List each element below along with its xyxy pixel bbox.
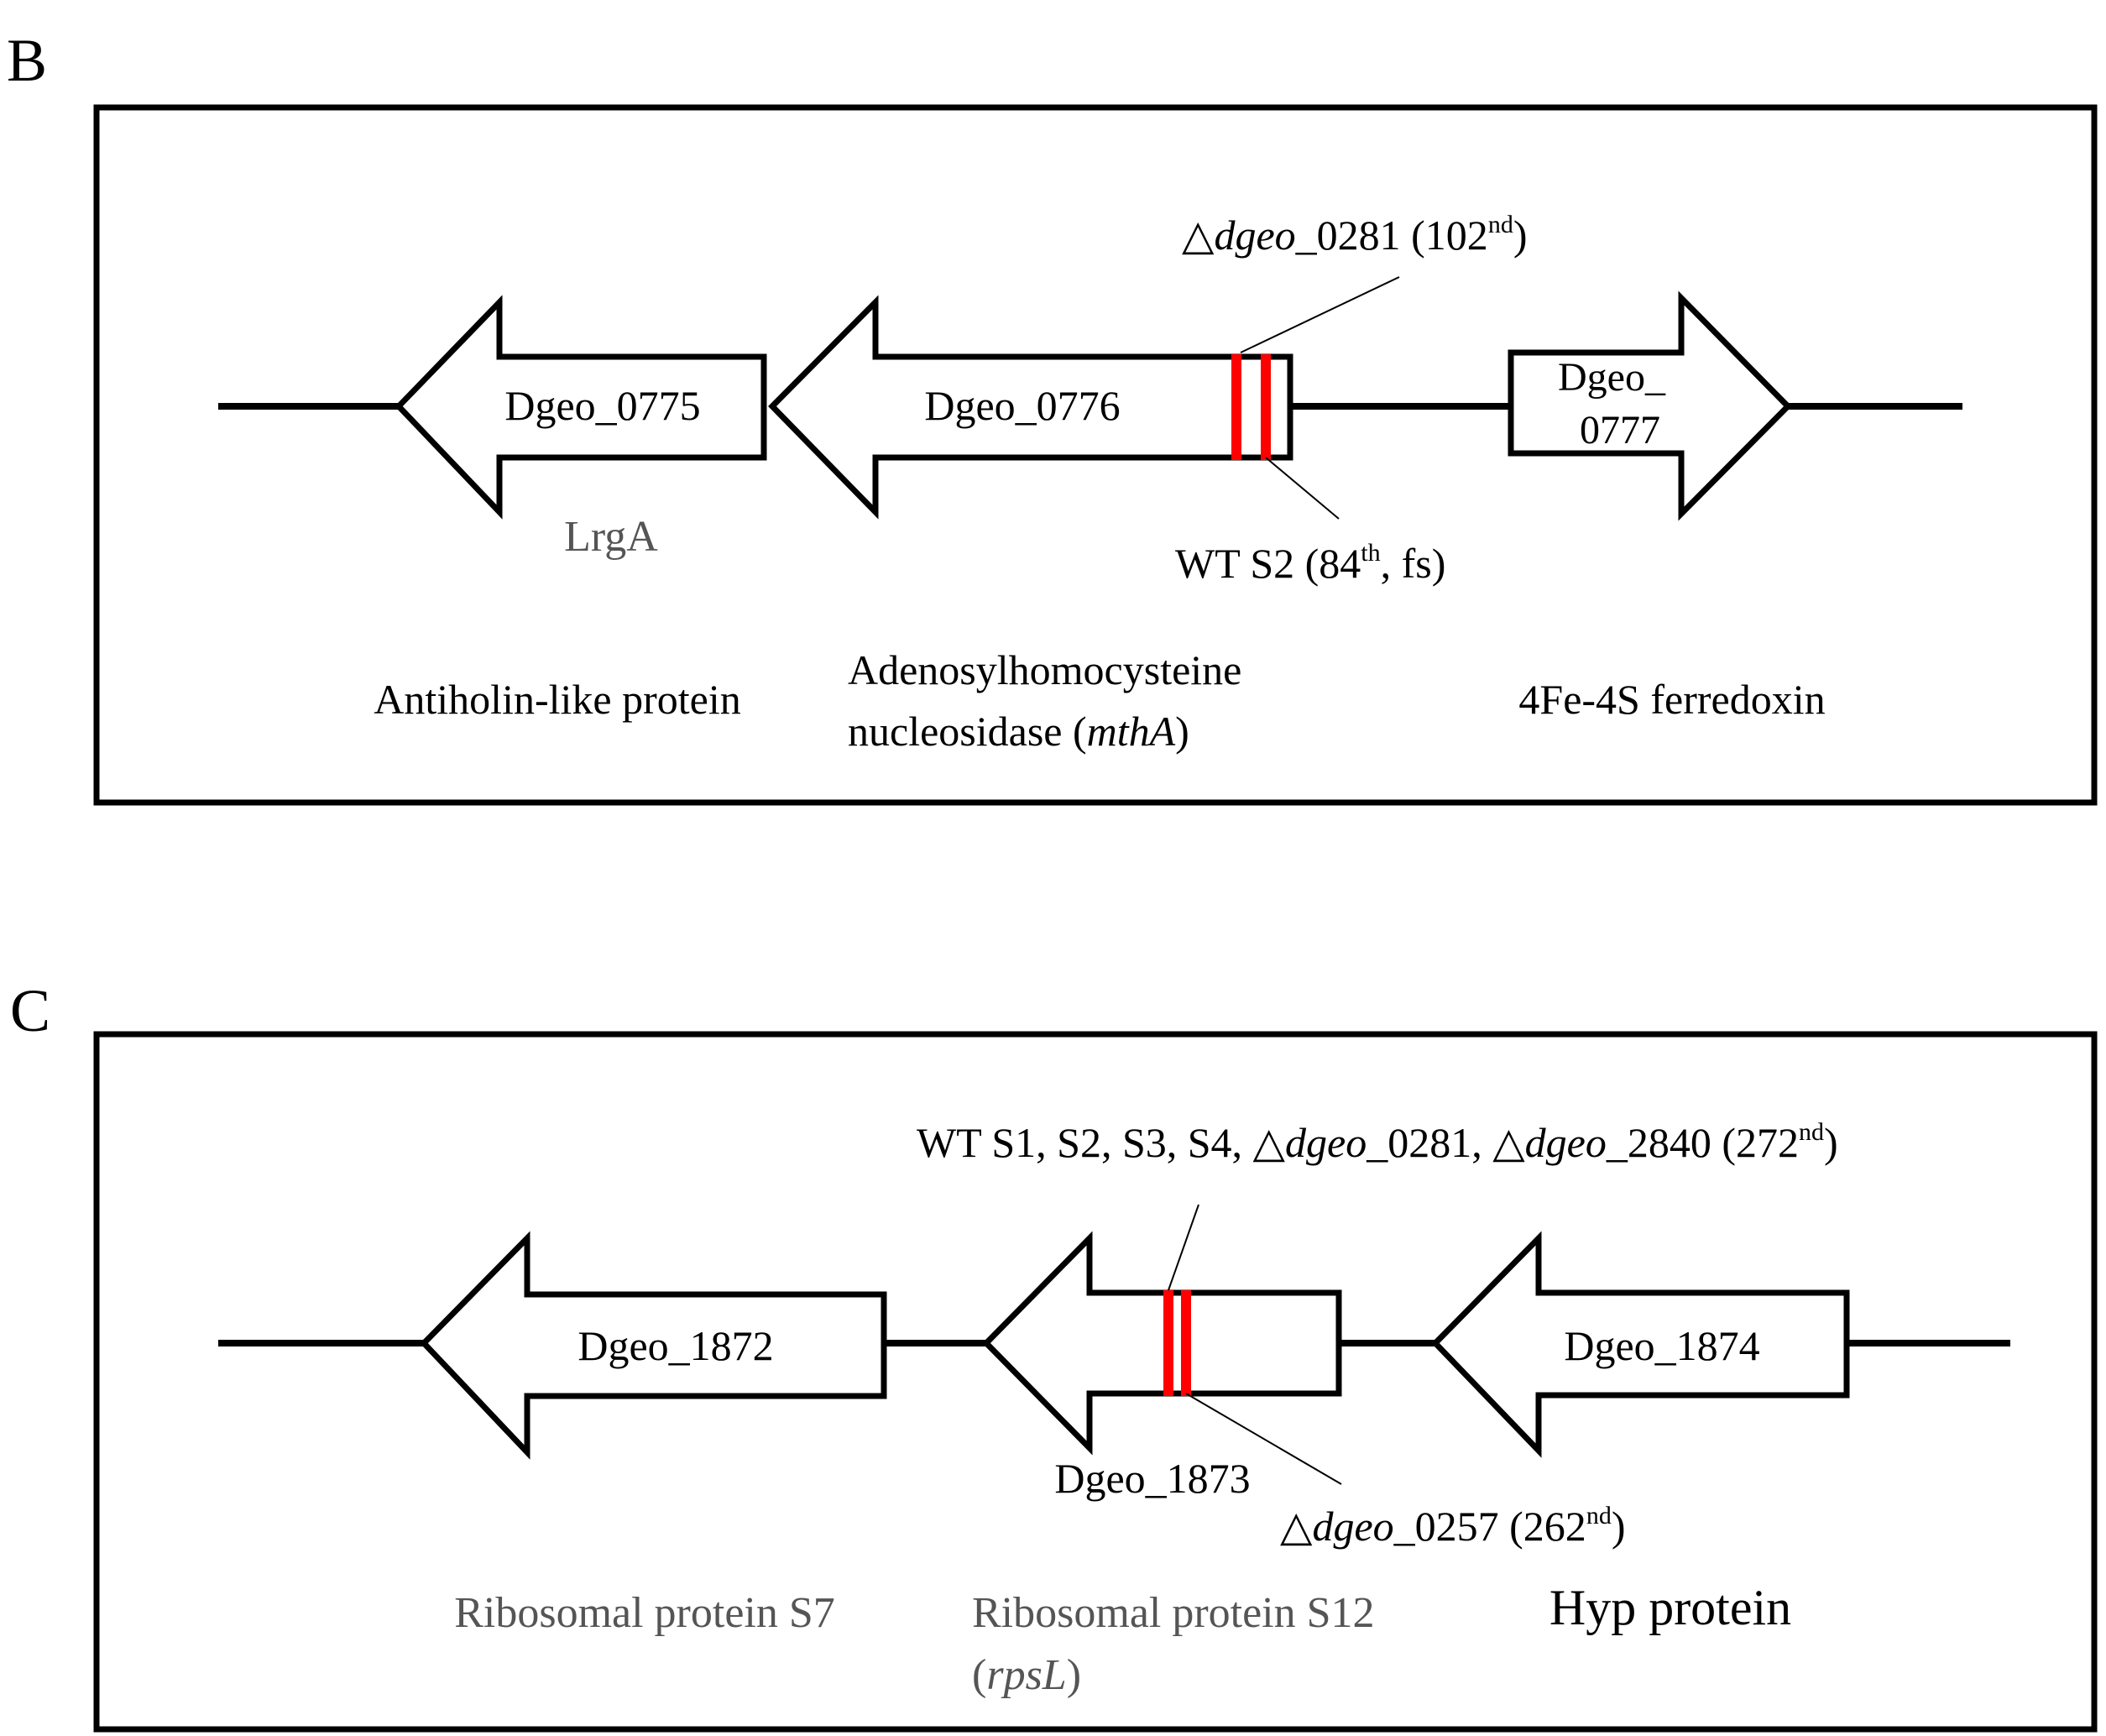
annotation-c-bottom: △dgeo_0257 (262nd)	[1280, 1502, 1625, 1550]
gene-label-dgeo-1874: Dgeo_1874	[1564, 1322, 1759, 1369]
panel-c-frame	[93, 1031, 2098, 1733]
leader-line-c-bottom	[1185, 1393, 1342, 1485]
annotation-b-bottom: WT S2 (84th, fs)	[1175, 539, 1445, 587]
gene-alias-lrga: LrgA	[564, 513, 658, 561]
gene-arrow-dgeo-0776	[768, 295, 1293, 520]
gene-label-dgeo-1873: Dgeo_1873	[1054, 1455, 1250, 1502]
gene-description-dgeo-1874: Hyp protein	[1549, 1580, 1791, 1635]
annotation-b-top: △dgeo_0281 (102nd)	[1182, 211, 1527, 259]
panel-c: C Dgeo_1872 Dgeo_1873 Dgeo_1874 WT S1, S…	[10, 977, 2098, 1733]
gene-arrow-dgeo-1872	[420, 1231, 887, 1460]
leader-line-c-top	[1168, 1204, 1199, 1291]
gene-description-dgeo-1872: Ribosomal protein S7	[454, 1589, 835, 1637]
annotation-c-top: WT S1, S2, S3, S4, △dgeo_0281, △dgeo_284…	[917, 1118, 1838, 1166]
gene-arrow-dgeo-0777	[1508, 290, 1792, 521]
panel-c-letter: C	[10, 977, 50, 1044]
panel-b-frame	[93, 104, 2098, 806]
gene-description-dgeo-1873-line1: Ribosomal protein S12	[972, 1589, 1375, 1637]
gene-arrow-dgeo-0775	[395, 295, 767, 520]
gene-description-dgeo-0776-line1: Adenosylhomocysteine	[848, 646, 1241, 693]
gene-description-dgeo-1873-line2: (rpsL)	[972, 1651, 1081, 1699]
gene-label-dgeo-0775: Dgeo_0775	[504, 382, 700, 429]
gene-description-dgeo-0776-line2: nucleosidase (mthA)	[848, 708, 1189, 755]
gene-description-dgeo-0777: 4Fe-4S ferredoxin	[1518, 676, 1825, 723]
gene-description-dgeo-0775: Antiholin-like protein	[374, 676, 740, 723]
panel-b: B Dgeo_0775 Dgeo_0776 Dgeo_ 0777 △dgeo_0…	[7, 27, 2098, 806]
gene-label-dgeo-0777-line2: 0777	[1580, 408, 1660, 452]
gene-label-dgeo-1872: Dgeo_1872	[577, 1322, 773, 1369]
gene-arrow-dgeo-1874	[1431, 1231, 1850, 1458]
gene-arrow-dgeo-1873	[982, 1231, 1342, 1456]
panel-b-letter: B	[7, 27, 47, 94]
gene-label-dgeo-0776: Dgeo_0776	[924, 382, 1120, 429]
gene-label-dgeo-0777-line1: Dgeo_	[1558, 355, 1666, 400]
leader-line-b-bottom	[1265, 457, 1340, 520]
leader-line-b-top	[1240, 276, 1400, 353]
